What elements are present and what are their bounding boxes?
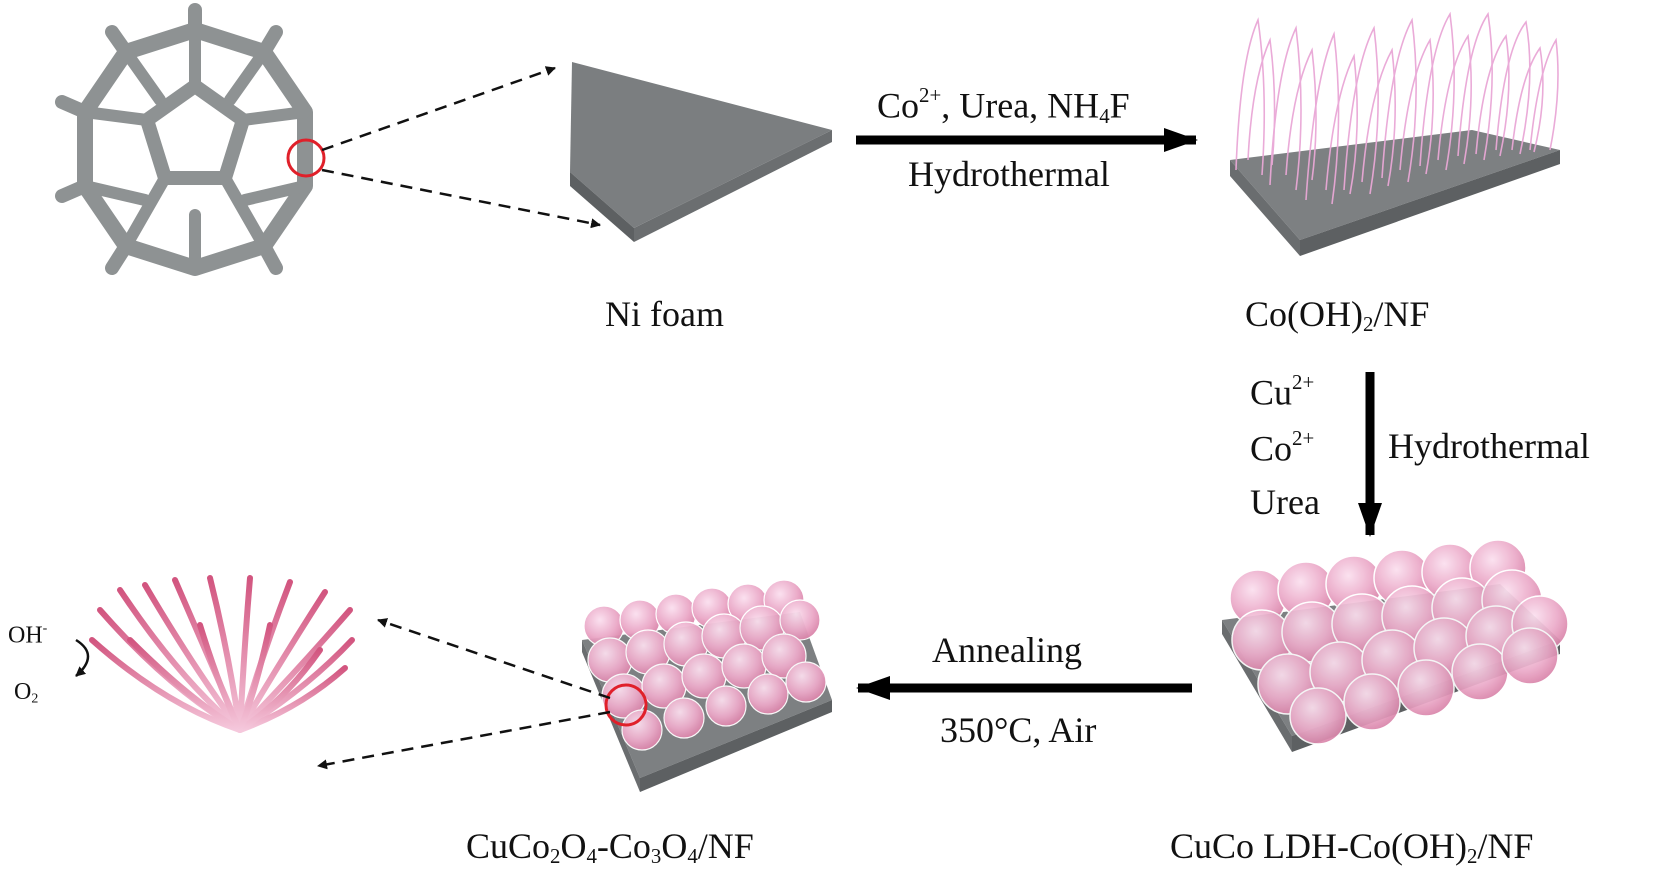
step1-reagents-label: Co2+, Urea, NH4F — [877, 83, 1130, 128]
step3-temperature-label: 350°C, Air — [940, 710, 1097, 750]
co-oh2-nanosheets-on-nf — [1230, 11, 1560, 256]
reaction-curved-arrow — [75, 638, 90, 677]
step1-condition-label: Hydrothermal — [908, 154, 1110, 194]
zoom-dashed-lines-final — [317, 618, 611, 770]
hydroxide-label: OH- — [8, 621, 48, 649]
ni-foam-label: Ni foam — [605, 294, 724, 334]
cuco-ldh-spheres-on-nf — [1222, 539, 1569, 752]
step2-urea-label: Urea — [1250, 482, 1320, 522]
oxygen-label: O2 — [14, 679, 39, 707]
zoom-dashed-lines — [321, 66, 601, 229]
ni-foam-slab — [570, 62, 832, 242]
step2-condition-label: Hydrothermal — [1388, 426, 1590, 466]
flower-microsphere — [89, 575, 355, 733]
final-product-label: CuCo2O4-Co3O4/NF — [466, 826, 754, 869]
step2-cu-label: Cu2+ — [1250, 370, 1315, 413]
foam-frame-illustration — [55, 3, 313, 276]
step2-co-label: Co2+ — [1250, 426, 1315, 469]
highlight-circle — [286, 138, 326, 178]
cuco-ldh-label: CuCo LDH-Co(OH)2/NF — [1170, 826, 1534, 869]
highlight-circle-final — [604, 683, 648, 727]
co-oh2-nf-label: Co(OH)2/NF — [1245, 294, 1430, 337]
step3-condition-label: Annealing — [932, 630, 1082, 670]
